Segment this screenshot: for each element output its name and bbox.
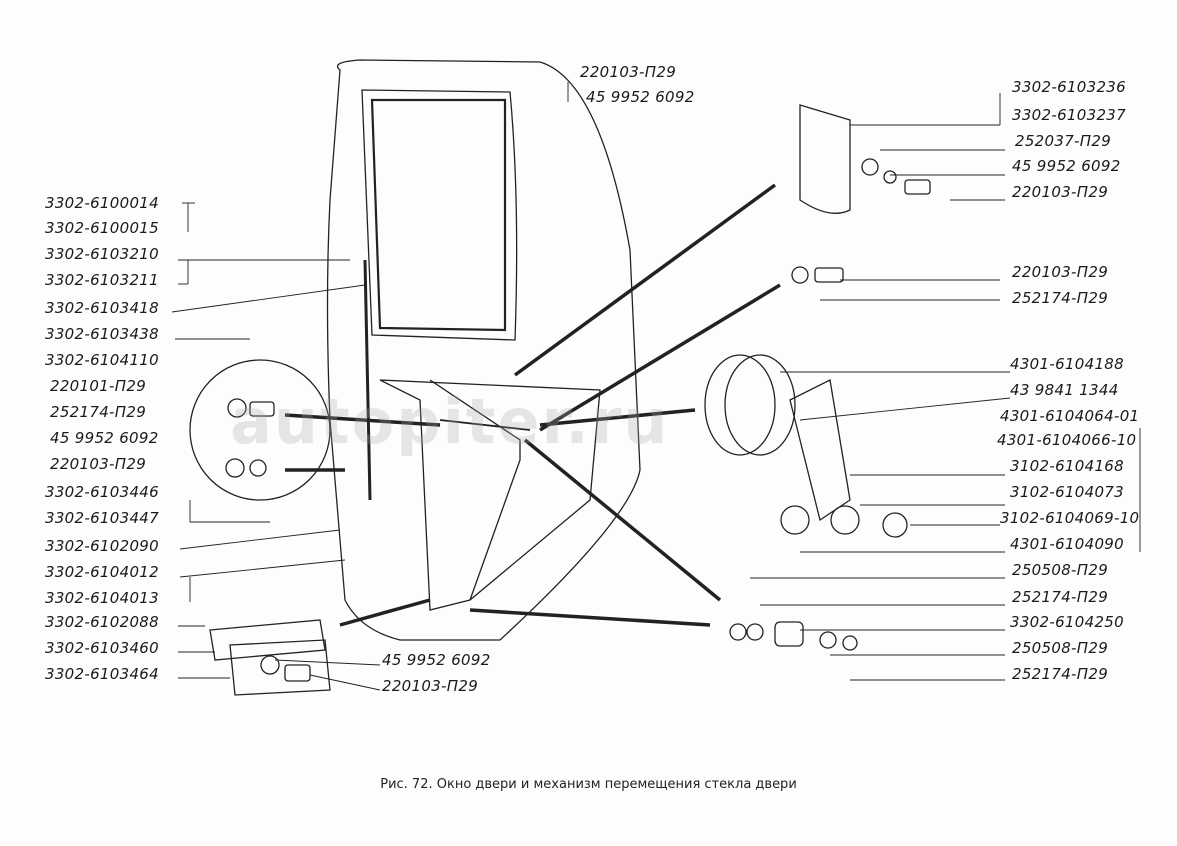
left-part-label: 3302-6100015 (45, 219, 159, 237)
left-part-label: 3302-6102090 (45, 537, 159, 555)
watermark: autopiter.ru (230, 385, 670, 458)
right-part-label: 3102-6104168 (1010, 457, 1124, 475)
left-part-label: 220101-П29 (50, 377, 147, 395)
left-part-label: 3302-6103447 (45, 509, 159, 527)
left-part-label: 3302-6103418 (45, 299, 159, 317)
bottom-label: 220103-П29 (382, 677, 479, 695)
left-part-label: 3302-6103446 (45, 483, 159, 501)
right-part-label: 3102-6104069-10 (1000, 509, 1140, 527)
top-label: 220103-П29 (580, 63, 677, 81)
left-part-label: 252174-П29 (50, 403, 147, 421)
right-part-label: 220103-П29 (1012, 263, 1109, 281)
right-part-label: 43 9841 1344 (1010, 381, 1119, 399)
right-part-label: 4301-6104090 (1010, 535, 1124, 553)
right-part-label: 252037-П29 (1015, 132, 1112, 150)
left-part-label: 3302-6104110 (45, 351, 159, 369)
right-part-label: 252174-П29 (1012, 289, 1109, 307)
right-part-label: 3302-6103237 (1012, 106, 1126, 124)
right-part-label: 3302-6104250 (1010, 613, 1124, 631)
figure-caption: Рис. 72. Окно двери и механизм перемещен… (380, 777, 797, 792)
left-part-label: 3302-6103460 (45, 639, 159, 657)
right-part-label: 4301-6104064-01 (1000, 407, 1140, 425)
right-part-label: 252174-П29 (1012, 588, 1109, 606)
left-part-label: 3302-6103211 (45, 271, 159, 289)
left-part-label: 220103-П29 (50, 455, 147, 473)
right-part-label: 4301-6104066-10 (997, 431, 1137, 449)
left-part-label: 45 9952 6092 (50, 429, 159, 447)
left-part-label: 3302-6103464 (45, 665, 159, 683)
left-part-label: 3302-6103210 (45, 245, 159, 263)
left-part-label: 3302-6104012 (45, 563, 159, 581)
left-part-label: 3302-6104013 (45, 589, 159, 607)
right-part-label: 220103-П29 (1012, 183, 1109, 201)
top-label: 45 9952 6092 (586, 88, 695, 106)
right-part-label: 250508-П29 (1012, 561, 1109, 579)
left-part-label: 3302-6103438 (45, 325, 159, 343)
right-part-label: 45 9952 6092 (1012, 157, 1121, 175)
right-part-label: 250508-П29 (1012, 639, 1109, 657)
right-part-label: 252174-П29 (1012, 665, 1109, 683)
left-part-label: 3302-6102088 (45, 613, 159, 631)
right-part-label: 4301-6104188 (1010, 355, 1124, 373)
right-part-label: 3302-6103236 (1012, 78, 1126, 96)
left-part-label: 3302-6100014 (45, 194, 159, 212)
right-part-label: 3102-6104073 (1010, 483, 1124, 501)
bottom-label: 45 9952 6092 (382, 651, 491, 669)
